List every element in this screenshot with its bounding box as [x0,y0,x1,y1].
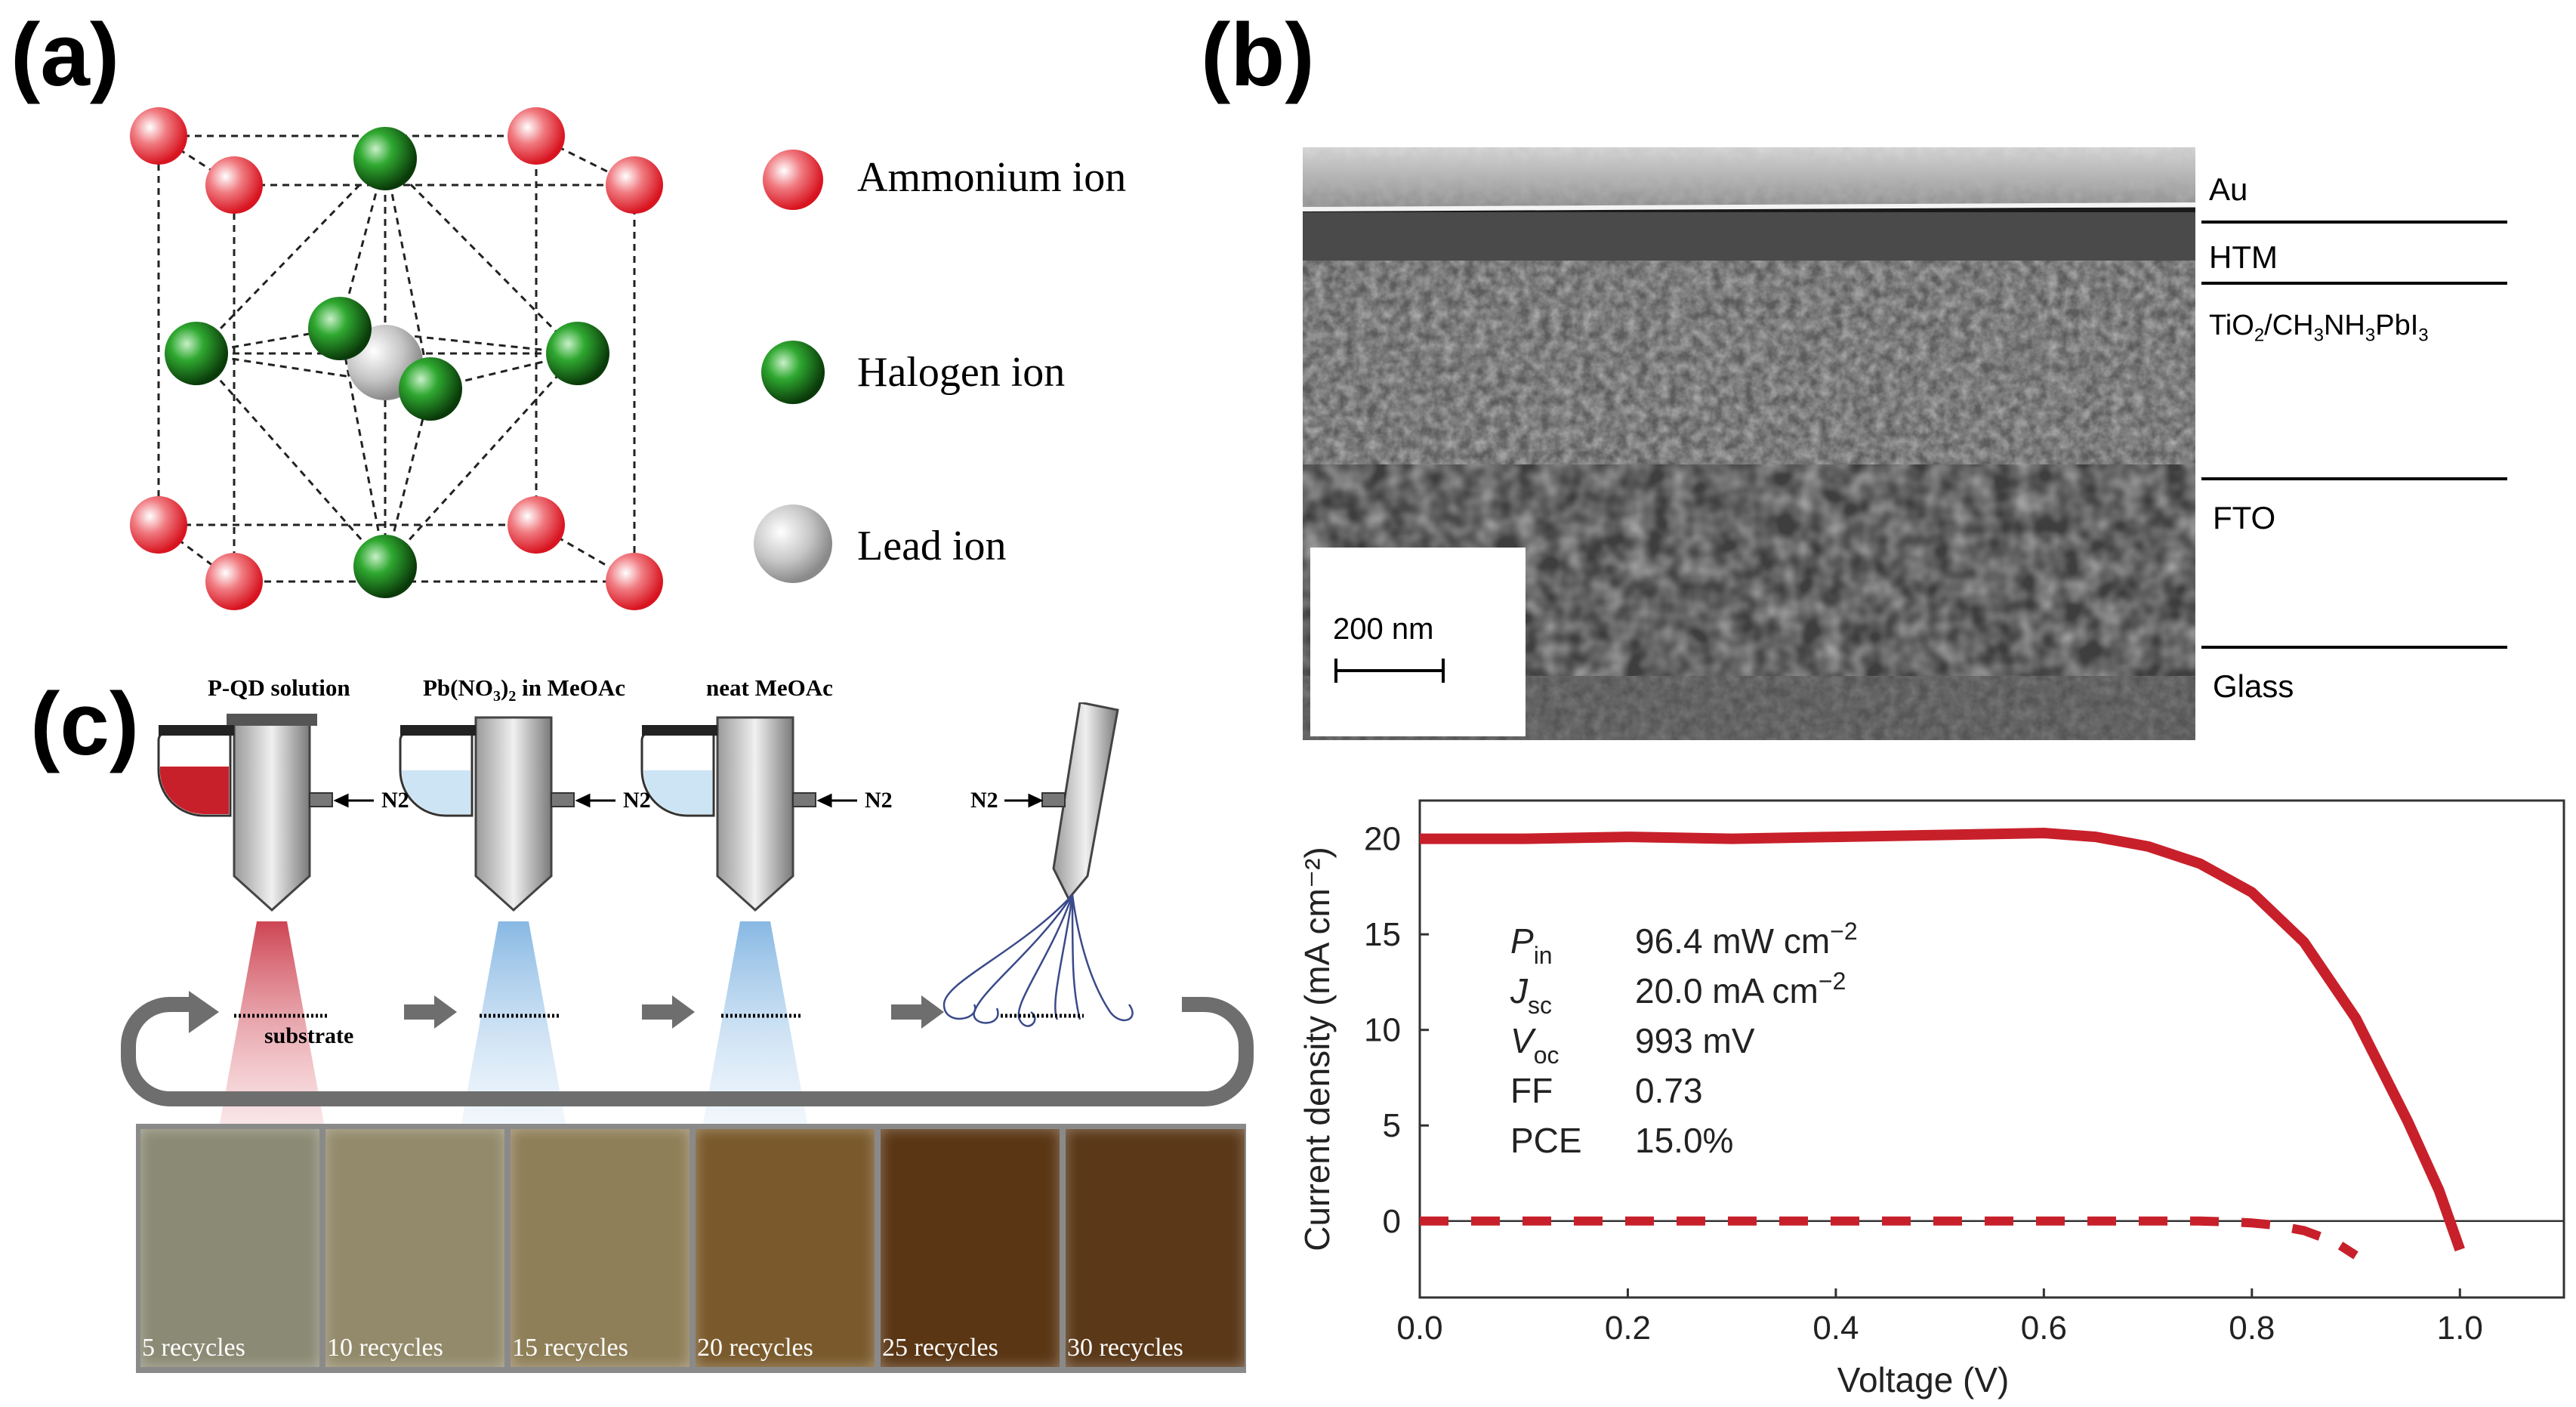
y-tick-label: 10 [1364,1012,1401,1049]
n2-label-4: N2 [970,788,998,813]
layer-divider [2201,477,2507,480]
recycled-film-sample [696,1129,875,1367]
scale-bar-label: 200 nm [1333,612,1434,646]
layer-divider [2201,646,2507,649]
spray-gun-neat-meoac [640,716,816,1125]
x-axis-label: Voltage (V) [1837,1360,2010,1399]
step-label-pbno3: Pb(NO3)2 in MeOAc [423,674,625,705]
panel-c-label: (c) [30,674,140,774]
substrate-label: substrate [264,1023,354,1048]
parameter-value: 20.0 mA cm−2 [1635,967,1846,1011]
scale-bar [1334,659,1445,683]
spray-gun-pqd [157,714,333,1125]
spray-gun-pbno3 [399,716,575,1125]
halogen-ion-sphere [761,341,825,404]
n2-label-1: N2 [381,788,409,813]
plot-frame [1418,799,2565,1299]
layer-label-tio2-perovskite: TiO2/CH3NH3PbI3 [2209,310,2429,346]
layer-label-glass: Glass [2213,668,2294,704]
parameter-symbol: Voc [1510,1021,1559,1069]
x-tick-label: 0.8 [2229,1310,2275,1347]
recycled-film-sample [140,1129,319,1367]
dark-current-curve [1420,1216,2359,1260]
layer-label-au: Au [2209,171,2248,207]
sem-cross-section-image [1303,147,2195,740]
lead-ion-sphere [754,504,832,583]
layer-divider [2201,221,2507,224]
nitrogen-blow-gun [942,702,1134,1027]
process-flow-arrows [404,995,944,1029]
recycled-film-sample [511,1129,690,1367]
x-tick-label: 0.6 [2021,1310,2067,1347]
halogen-ions [165,127,609,598]
parameter-symbol: FF [1510,1071,1553,1110]
spray-process-schematic [121,702,1254,1125]
parameter-symbol: PCE [1510,1121,1582,1160]
recycled-film-sample [325,1129,504,1367]
recycled-film-photo-strip [136,1124,1246,1373]
legend-lead: Lead ion [857,523,1007,569]
layer-label-htm: HTM [2209,239,2278,275]
n2-label-3: N2 [865,788,893,813]
parameter-value: 96.4 mW cm−2 [1635,918,1858,961]
y-tick-label: 20 [1364,821,1401,858]
recycle-loop-arrow [121,997,1254,1106]
layer-label-fto: FTO [2213,500,2276,535]
parameter-symbol: Pin [1510,921,1553,969]
ammonium-ions [130,107,663,610]
legend-ammonium: Ammonium ion [857,154,1127,201]
recycle-count-label: 20 recycles [697,1334,813,1362]
recycle-count-label: 30 recycles [1067,1334,1183,1362]
y-axis-label: Current density (mA cm⁻²) [1297,847,1337,1251]
recycle-count-label: 5 recycles [142,1334,245,1362]
y-tick-label: 15 [1364,916,1401,953]
recycled-film-sample [881,1129,1060,1367]
recycle-count-label: 25 recycles [882,1334,998,1362]
recycle-count-label: 15 recycles [512,1334,628,1362]
parameter-value: 993 mV [1635,1021,1755,1060]
unit-cell-edges [157,134,636,583]
parameter-value: 15.0% [1635,1121,1733,1160]
perovskite-crystal-structure [130,107,663,610]
layer-divider [2201,282,2507,285]
y-tick-label: 0 [1383,1203,1401,1240]
panel-b-label: (b) [1201,5,1315,105]
legend-halogen: Halogen ion [857,349,1066,396]
y-tick-label: 5 [1383,1107,1401,1144]
illuminated-jv-curve [1420,828,2465,1252]
panel-a-label: (a) [11,5,120,105]
n2-label-2: N2 [623,788,651,813]
step-label-pqd: P-QD solution [208,674,350,701]
x-tick-label: 0.4 [1812,1310,1859,1347]
x-tick-label: 0.0 [1396,1310,1442,1347]
ammonium-ion-sphere [763,150,823,210]
parameter-symbol: Jsc [1510,971,1552,1019]
x-tick-label: 1.0 [2437,1310,2483,1347]
recycle-count-label: 10 recycles [327,1334,443,1362]
x-tick-label: 0.2 [1605,1310,1651,1347]
step-label-neat-meoac: neat MeOAc [706,674,833,701]
recycled-film-sample [1066,1129,1245,1367]
parameter-value: 0.73 [1635,1071,1703,1110]
